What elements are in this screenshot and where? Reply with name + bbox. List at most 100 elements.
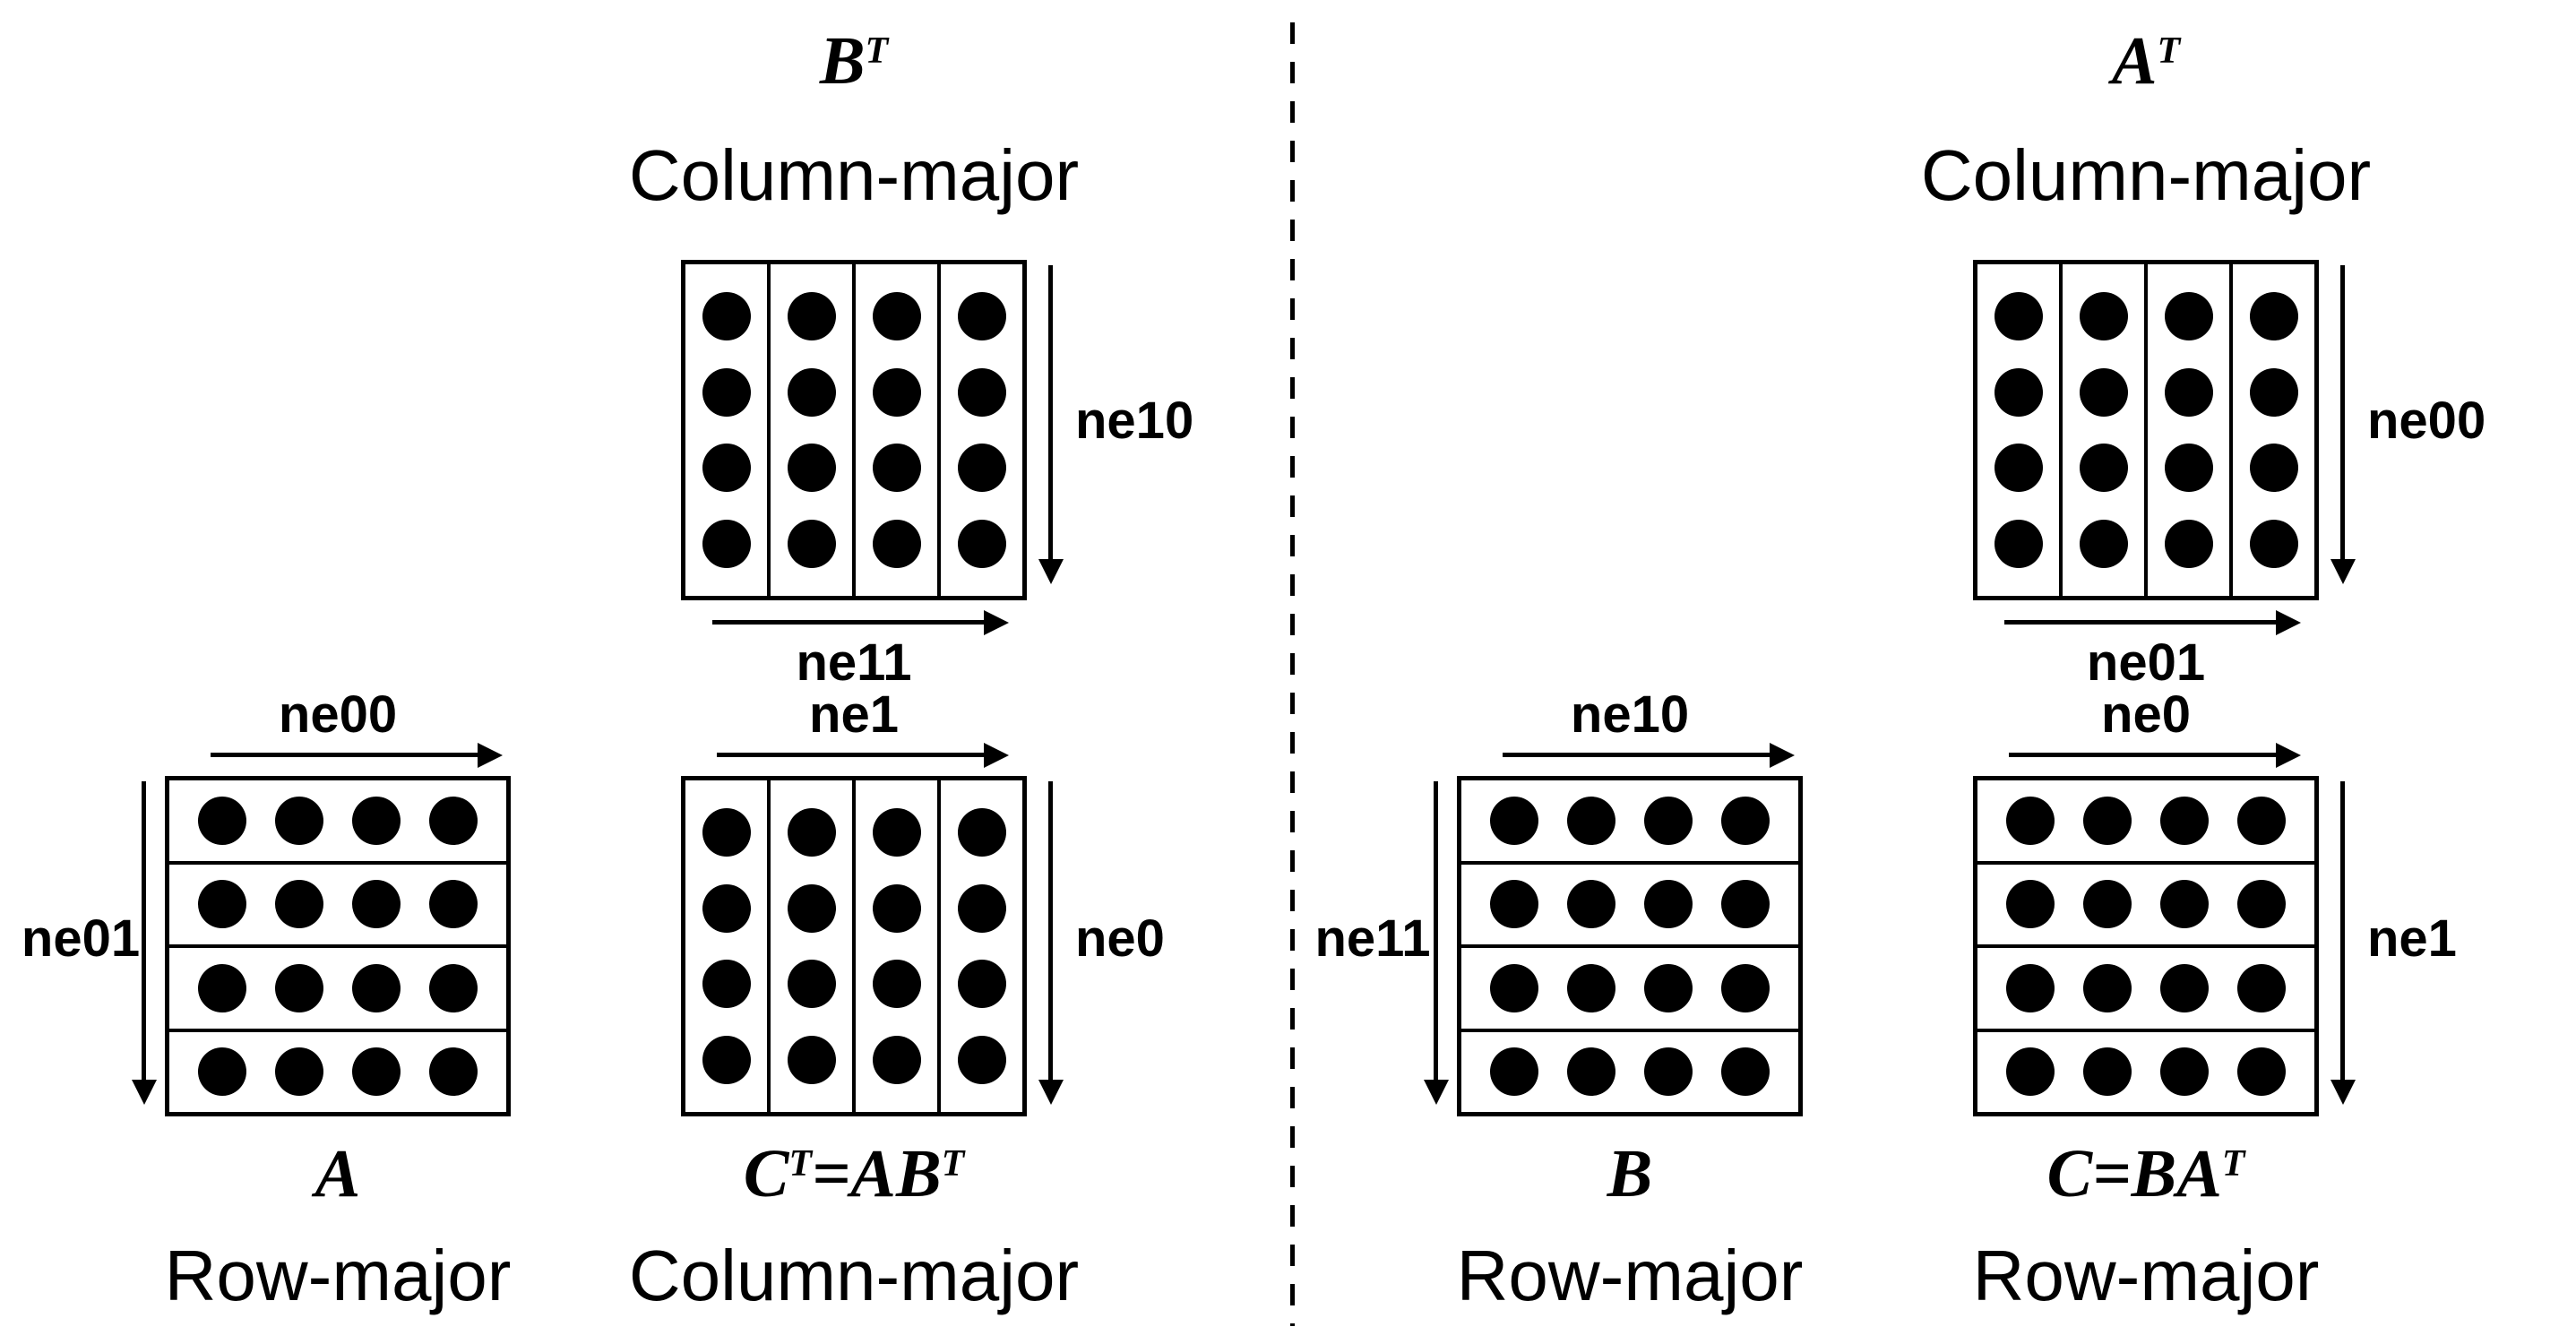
matrix-element-dot <box>957 291 1006 340</box>
title-text: B <box>1607 1136 1653 1211</box>
layout-label-ct: Column-major <box>628 1236 1080 1315</box>
arrow-ne00-down <box>2340 265 2345 561</box>
matrix-row-strip <box>169 865 506 948</box>
matrix-element-dot <box>957 367 1006 417</box>
matrix-element-dot <box>2160 880 2209 929</box>
matrix-row-strip <box>169 1032 506 1113</box>
matrix-element-dot <box>429 1047 478 1097</box>
matrix-element-dot <box>2079 520 2128 569</box>
matrix-element-dot <box>872 367 921 417</box>
ne01-label: ne01 <box>21 909 141 968</box>
matrix-element-dot <box>352 963 401 1012</box>
matrix-element-dot <box>787 367 836 417</box>
matrix-element-dot <box>2249 444 2298 493</box>
matrix-element-dot <box>2160 796 2209 845</box>
matrix-element-dot <box>872 1036 921 1085</box>
matrix-element-dot <box>275 880 323 929</box>
matrix-element-dot <box>1567 796 1615 845</box>
matrix-column-strip <box>941 780 1022 1112</box>
arrow-ne11-down <box>1434 781 1438 1081</box>
matrix-element-dot <box>2237 796 2286 845</box>
matrix-element-dot <box>198 1047 246 1097</box>
matrix-column-strip <box>2063 264 2148 596</box>
matrix-element-dot <box>1994 444 2043 493</box>
matrix-row-strip <box>1461 1032 1798 1113</box>
matrix-element-dot <box>1490 1047 1538 1097</box>
matrix-column-strip <box>856 264 941 596</box>
matrix-element-dot <box>275 796 323 845</box>
title-text: C=BA <box>2046 1136 2222 1211</box>
matrix-element-dot <box>957 520 1006 569</box>
matrix-element-dot <box>957 883 1006 933</box>
matrix-column-strip <box>685 780 771 1112</box>
matrix-row-strip <box>1977 865 2314 948</box>
title-superscript: T <box>788 1143 812 1185</box>
ne01-bottom-label: ne01 <box>2086 633 2206 692</box>
matrix-element-dot <box>872 520 921 569</box>
arrow-ne0-right <box>2009 753 2278 757</box>
matrix-title-b: B <box>1607 1140 1653 1208</box>
matrix-element-dot <box>2249 367 2298 417</box>
matrix-element-dot <box>1994 291 2043 340</box>
matrix-element-dot <box>957 444 1006 493</box>
matrix-element-dot <box>2237 1047 2286 1097</box>
title-superscript: T <box>2221 1143 2245 1185</box>
matrix-element-dot <box>2164 520 2213 569</box>
matrix-element-dot <box>1567 880 1615 929</box>
arrow-ne10-right <box>1503 753 1771 757</box>
arrow-ne0-down <box>1048 781 1053 1081</box>
matrix-element-dot <box>429 963 478 1012</box>
matrix-title-c: C=BAT <box>2047 1140 2245 1208</box>
matrix-row-strip <box>1977 948 2314 1032</box>
matrix-element-dot <box>787 960 836 1009</box>
matrix-element-dot <box>2006 963 2055 1012</box>
matrix-element-dot <box>872 807 921 857</box>
matrix-row-strip <box>1461 948 1798 1032</box>
ne00-right-label: ne00 <box>2367 392 2486 450</box>
title-text: A <box>2111 23 2158 99</box>
layout-label-b: Row-major <box>1456 1236 1804 1315</box>
matrix-element-dot <box>872 960 921 1009</box>
matrix-row-strip <box>1977 1032 2314 1113</box>
matrix-element-dot <box>2160 1047 2209 1097</box>
matrix-element-dot <box>872 444 921 493</box>
matrix-element-dot <box>275 963 323 1012</box>
matrix-column-strip <box>2148 264 2233 596</box>
matrix-row-strip <box>1461 865 1798 948</box>
matrix-column-strip <box>856 780 941 1112</box>
matrix-title-ct: CT=ABT <box>744 1140 964 1208</box>
matrix-element-dot <box>352 880 401 929</box>
ne0-top-label: ne0 <box>2101 685 2191 744</box>
matrix-element-dot <box>352 796 401 845</box>
matrix-element-dot <box>2164 444 2213 493</box>
matrix-element-dot <box>2237 880 2286 929</box>
matrix-element-dot <box>702 883 751 933</box>
matrix-element-dot <box>2083 1047 2132 1097</box>
title-text: =AB <box>812 1136 942 1211</box>
matrix-row-strip <box>169 948 506 1032</box>
matrix-column-strip <box>771 780 856 1112</box>
matrix-element-dot <box>1490 963 1538 1012</box>
center-divider <box>1290 22 1295 1326</box>
matrix-element-dot <box>2006 1047 2055 1097</box>
matrix-element-dot <box>1721 796 1770 845</box>
matrix-element-dot <box>2164 367 2213 417</box>
matrix-element-dot <box>702 960 751 1009</box>
ne10-top-label: ne10 <box>1570 685 1690 744</box>
matrix-element-dot <box>198 880 246 929</box>
matrix-element-dot <box>2079 444 2128 493</box>
matrix-grid-bt <box>681 260 1027 600</box>
matrix-title-at: AT <box>2112 27 2180 95</box>
matrix-element-dot <box>1567 1047 1615 1097</box>
matrix-element-dot <box>1994 367 2043 417</box>
matrix-element-dot <box>702 291 751 340</box>
matrix-element-dot <box>1644 796 1693 845</box>
matrix-grid-a <box>165 776 511 1116</box>
arrow-ne1-right <box>717 753 986 757</box>
matrix-element-dot <box>275 1047 323 1097</box>
ne11-label: ne11 <box>796 633 912 692</box>
layout-label-a: Row-major <box>164 1236 512 1315</box>
matrix-column-strip <box>771 264 856 596</box>
matrix-column-strip <box>685 264 771 596</box>
matrix-element-dot <box>198 963 246 1012</box>
